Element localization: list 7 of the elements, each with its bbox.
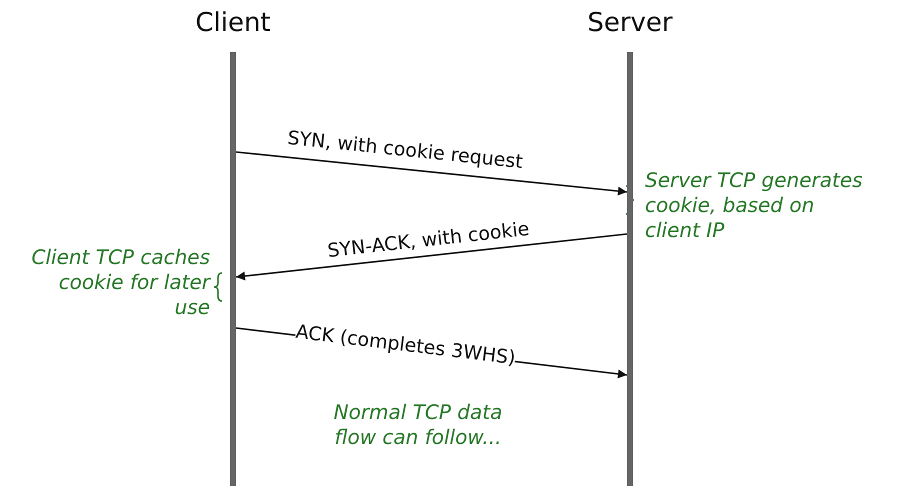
annotation-note: Server TCP generates cookie, based on client IP — [645, 168, 864, 243]
participant-label: Client — [194, 8, 272, 38]
participant-label: Server — [586, 8, 674, 38]
arrow — [236, 151, 628, 196]
annotation-note: Normal TCP data flow can follow... — [332, 400, 504, 450]
annotation-note: Client TCP caches cookie for later use — [30, 245, 210, 320]
arrow — [236, 233, 628, 280]
